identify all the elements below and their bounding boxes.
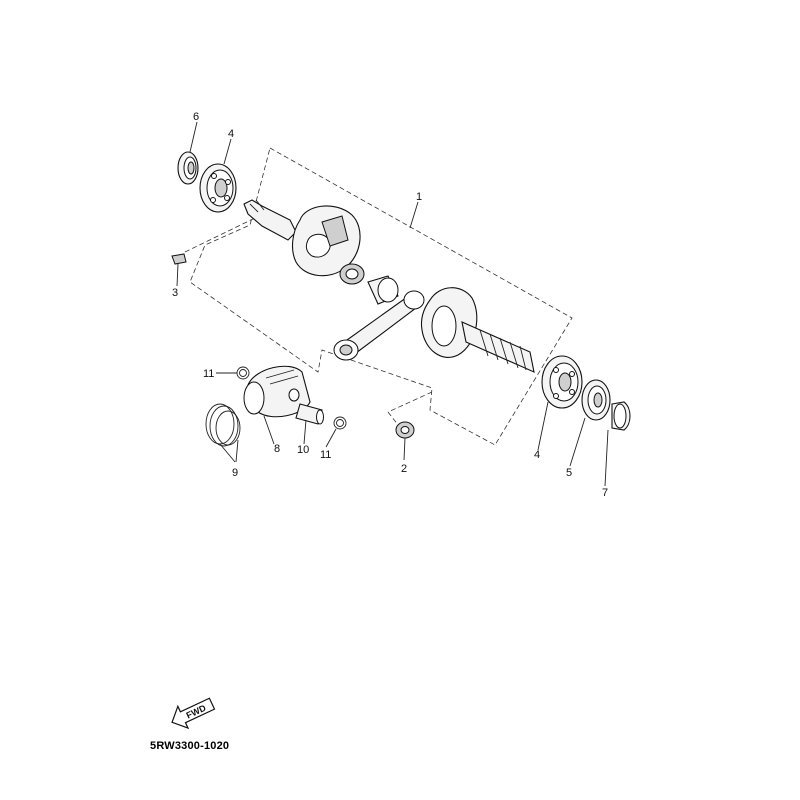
collar	[611, 401, 631, 431]
leader-line-9a	[219, 443, 236, 463]
leader-line-10	[303, 419, 307, 445]
leader-line-2	[403, 437, 406, 461]
callout-7: 7	[602, 487, 608, 499]
leader-line-4-right	[537, 401, 549, 451]
callout-4-right: 4	[534, 449, 540, 461]
circlip-lower	[333, 416, 347, 430]
woodruff-key	[171, 253, 187, 265]
leader-line-3	[176, 263, 179, 287]
crankshaft-assembly	[243, 199, 535, 373]
leader-line-8	[263, 415, 275, 445]
piston	[243, 365, 311, 418]
forward-direction-arrow: FWD	[171, 697, 216, 730]
callout-1: 1	[416, 191, 422, 203]
key-connector-dashed	[184, 217, 256, 253]
circlip-upper	[236, 366, 250, 380]
callout-9: 9	[232, 467, 238, 479]
callout-5: 5	[566, 467, 572, 479]
callout-11-lower: 11	[320, 449, 331, 461]
piston-ring-set	[205, 403, 241, 447]
assembly-boundary-dashed	[189, 147, 573, 446]
callout-11-upper: 11	[203, 368, 214, 380]
leader-line-11-lower	[325, 428, 337, 448]
connector-dashed	[387, 391, 433, 413]
callout-6: 6	[193, 111, 199, 123]
leader-line-1	[409, 201, 419, 229]
leader-line-4-left	[223, 138, 232, 165]
diagram-part-number: 5RW3300-1020	[150, 740, 230, 752]
callout-10: 10	[297, 444, 309, 456]
callout-4-left: 4	[228, 128, 234, 140]
leader-line-6	[189, 121, 198, 153]
piston-pin	[295, 403, 324, 425]
needle-bearing-small	[395, 421, 415, 439]
leader-line-9b	[235, 439, 239, 463]
callout-8: 8	[274, 443, 280, 455]
leader-line-5	[569, 417, 586, 467]
bearing-left	[199, 163, 237, 213]
bearing-right	[541, 355, 583, 409]
leader-line-7	[604, 429, 609, 487]
oil-seal-left	[177, 151, 199, 185]
callout-3: 3	[172, 287, 178, 299]
callout-2: 2	[401, 463, 407, 475]
oil-seal-right	[581, 379, 611, 421]
